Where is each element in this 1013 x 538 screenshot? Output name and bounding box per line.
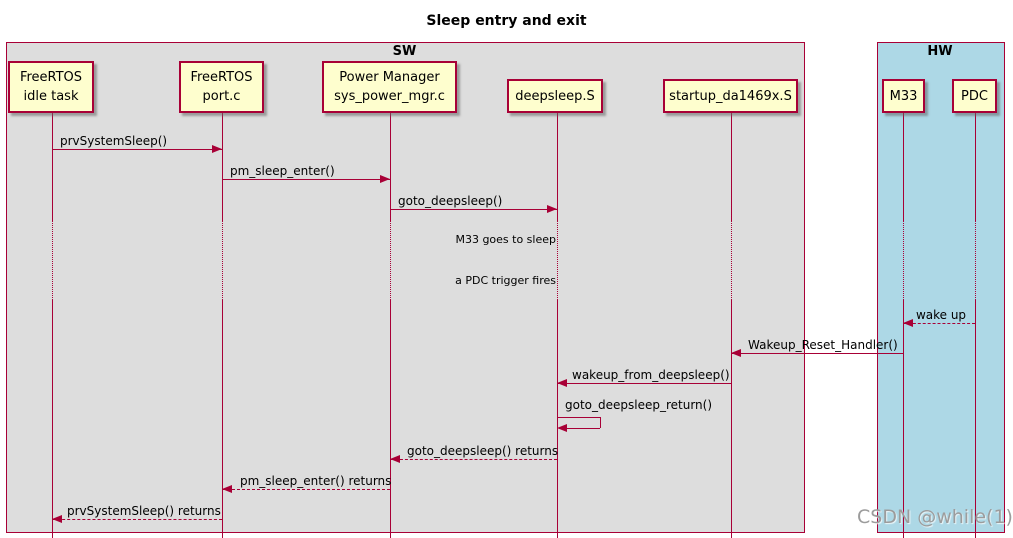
group-box-sw [6, 42, 805, 533]
participant-label: deepsleep.S [515, 88, 595, 104]
message-line [731, 353, 903, 354]
diagram-title: Sleep entry and exit [426, 13, 587, 29]
message-label: goto_deepsleep() [398, 194, 503, 208]
message-label: wakeup_from_deepsleep() [572, 368, 730, 382]
message-label: Wakeup_Reset_Handler() [748, 338, 898, 352]
message-line [557, 383, 731, 384]
participant-label: PDC [961, 88, 988, 104]
message-line [390, 459, 557, 460]
participant-label: sys_power_mgr.c [334, 89, 445, 104]
message-label: prvSystemSleep() returns [67, 504, 221, 518]
arrowhead-right-icon [547, 205, 557, 213]
participant-label: idle task [23, 89, 79, 104]
message-label: wake up [915, 308, 967, 322]
participant-label: M33 [889, 88, 918, 104]
message-label: pm_sleep_enter() returns [240, 474, 392, 488]
arrowhead-left-icon [52, 515, 62, 523]
message-line [222, 489, 390, 490]
participant-box-deepsleep-s: deepsleep.S [507, 79, 603, 113]
message-line [222, 179, 390, 180]
group-box-hw [877, 42, 1005, 533]
arrowhead-left-icon [557, 379, 567, 387]
arrowhead-left-icon [222, 485, 232, 493]
delay-text-pdc-trigger: a PDC trigger fires [455, 274, 556, 287]
arrowhead-left-icon [903, 319, 913, 327]
participant-box-power-manager: Power Manager sys_power_mgr.c [322, 61, 457, 113]
self-loop-right-line [600, 417, 601, 428]
participant-box-pdc: PDC [952, 79, 997, 113]
message-line [52, 149, 222, 150]
arrowhead-left-icon [557, 424, 567, 432]
message-label: pm_sleep_enter() [230, 164, 335, 178]
participant-label: FreeRTOS [19, 70, 83, 85]
participant-label: FreeRTOS [190, 70, 253, 85]
participant-label: startup_da1469x.S [669, 88, 792, 104]
group-label-sw: SW [392, 44, 417, 59]
participant-box-startup-da1469x-s: startup_da1469x.S [663, 79, 798, 113]
message-label: goto_deepsleep() returns [407, 444, 559, 458]
group-label-hw: HW [927, 44, 953, 59]
delay-text-m33-sleep: M33 goes to sleep [455, 233, 556, 246]
arrowhead-right-icon [380, 175, 390, 183]
message-line [903, 323, 975, 324]
arrowhead-left-icon [390, 455, 400, 463]
arrowhead-left-icon [731, 349, 741, 357]
self-loop-top-line [557, 417, 600, 418]
message-line [390, 209, 557, 210]
participant-box-freertos-idle-task: FreeRTOS idle task [8, 61, 94, 113]
watermark: CSDN @while(1) [857, 506, 1013, 528]
participant-label: port.c [202, 89, 241, 104]
self-loop-bottom-line [567, 428, 600, 429]
participant-box-freertos-port-c: FreeRTOS port.c [179, 61, 264, 113]
message-label: goto_deepsleep_return() [565, 398, 713, 412]
participant-box-m33: M33 [882, 79, 925, 113]
arrowhead-right-icon [212, 145, 222, 153]
message-line [52, 519, 222, 520]
message-label: prvSystemSleep() [60, 134, 168, 148]
participant-label: Power Manager [339, 70, 440, 85]
